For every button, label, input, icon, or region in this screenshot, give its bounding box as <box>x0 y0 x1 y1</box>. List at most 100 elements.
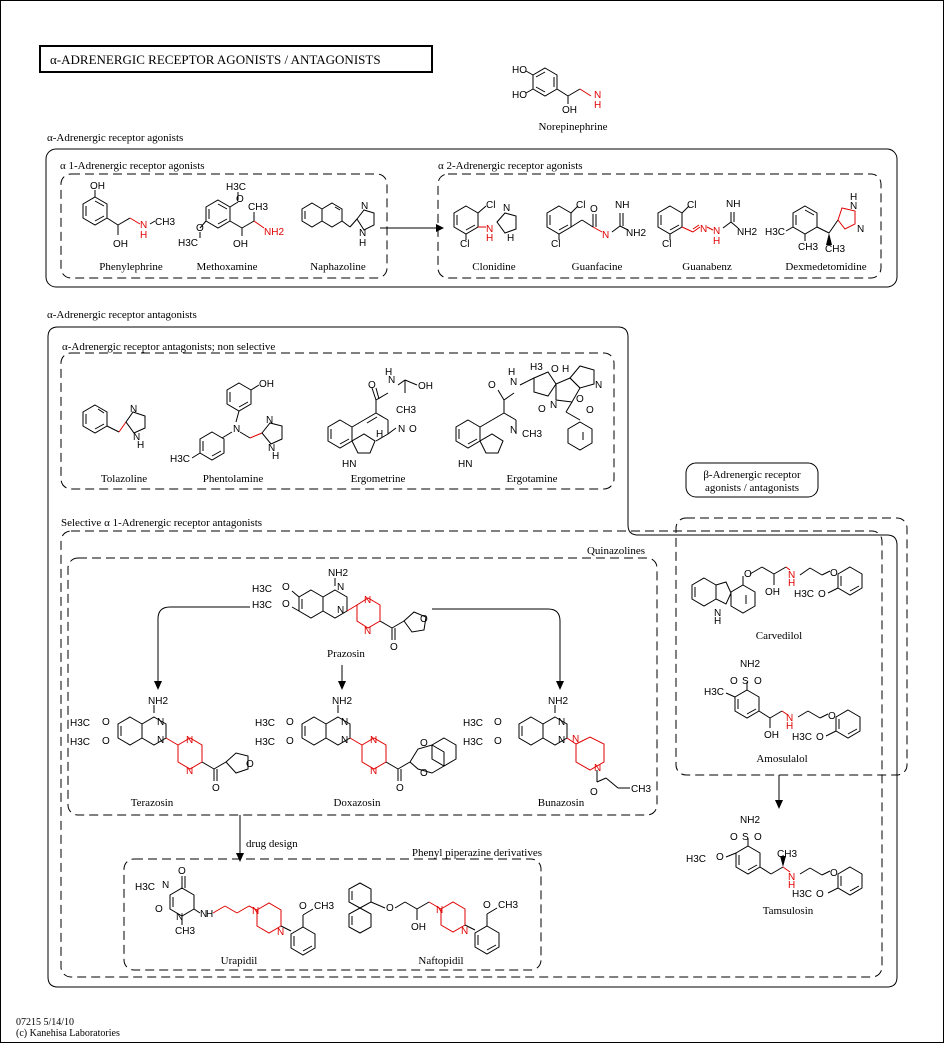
svg-text:O: O <box>830 568 838 579</box>
label-phenylephrine: Phenylephrine <box>99 261 163 273</box>
compound-naftopidil[interactable]: O OH N N O CH3 <box>348 882 518 955</box>
svg-text:H: H <box>562 364 569 375</box>
svg-text:N: N <box>788 570 795 581</box>
nonselective-box <box>60 352 615 490</box>
svg-text:H: H <box>714 616 721 627</box>
svg-text:CH3: CH3 <box>175 926 195 937</box>
compound-bunazosin[interactable]: NH2 N N H3C O H3C O N N O CH3 <box>463 696 651 798</box>
svg-text:O: O <box>420 738 428 749</box>
compound-urapidil[interactable]: O H3C N O N CH3 N H N N O CH3 <box>135 866 334 956</box>
compound-phentolamine[interactable]: OH N H3C N N H <box>170 379 283 465</box>
compound-carvedilol[interactable]: O OH N H O H3C O H N <box>691 566 863 627</box>
svg-text:N: N <box>361 201 368 212</box>
svg-text:O: O <box>754 676 762 687</box>
svg-text:OH: OH <box>259 379 274 390</box>
label-phentolamine: Phentolamine <box>203 473 264 485</box>
label-naphazoline: Naphazoline <box>310 261 366 273</box>
compound-doxazosin[interactable]: NH2 N N H3C O H3C O N N O O O <box>255 696 457 794</box>
svg-text:NH2: NH2 <box>740 815 760 826</box>
svg-text:O: O <box>420 614 428 625</box>
svg-text:Cl: Cl <box>576 200 585 211</box>
svg-text:H: H <box>788 578 795 589</box>
svg-text:Cl: Cl <box>551 239 560 250</box>
svg-text:CH3: CH3 <box>825 244 845 255</box>
svg-text:N: N <box>337 605 344 616</box>
svg-text:NH2: NH2 <box>264 227 284 238</box>
compound-terazosin[interactable]: NH2 N N H3C O H3C O N N O O <box>70 696 254 794</box>
label-carvedilol: Carvedilol <box>756 630 802 642</box>
compound-phenylephrine[interactable]: OH OH N H CH3 <box>82 181 175 250</box>
svg-text:OH: OH <box>90 181 105 192</box>
label-ergotamine: Ergotamine <box>506 473 557 485</box>
svg-text:N: N <box>700 224 707 235</box>
svg-text:O: O <box>576 394 584 405</box>
svg-text:H: H <box>507 233 514 244</box>
svg-text:N: N <box>857 224 864 235</box>
svg-text:H: H <box>359 238 366 249</box>
svg-text:N: N <box>341 735 348 746</box>
section-phenylpiperazine: Phenyl piperazine derivatives <box>412 847 542 859</box>
svg-text:N: N <box>133 432 140 443</box>
svg-text:O: O <box>396 783 404 794</box>
compound-prazosin[interactable]: NH2 N N H3C O H3C O N N O O <box>252 568 428 653</box>
quinazolines-box <box>67 557 658 816</box>
svg-text:N: N <box>252 906 259 917</box>
label-naftopidil: Naftopidil <box>418 955 463 967</box>
compound-tolazoline[interactable]: N N H <box>82 404 146 451</box>
compound-amosulalol[interactable]: NH2 O S O H3C OH N H O H3C O <box>704 659 861 743</box>
compound-dexmedetomidine[interactable]: H3C CH3 CH3 H N N <box>765 192 864 255</box>
svg-text:N: N <box>200 909 207 920</box>
svg-text:O: O <box>494 736 502 747</box>
svg-text:NH2: NH2 <box>548 696 568 707</box>
svg-text:HN: HN <box>342 459 356 470</box>
compound-methoxamine[interactable]: H3C O O H3C OH NH2 CH3 <box>178 182 284 250</box>
label-tamsulosin: Tamsulosin <box>763 905 814 917</box>
compound-tamsulosin[interactable]: NH2 O S O H3C O CH3 N H O H3C O <box>686 815 863 900</box>
svg-text:H3C: H3C <box>794 589 814 600</box>
arrowhead-a1-to-a2 <box>436 224 444 232</box>
svg-text:HO: HO <box>512 90 527 101</box>
svg-text:N: N <box>558 717 565 728</box>
label-doxazosin: Doxazosin <box>333 797 381 809</box>
svg-text:O: O <box>586 405 594 416</box>
compound-norepinephrine[interactable]: HO HO OH N H <box>512 65 601 116</box>
svg-text:N: N <box>602 230 609 241</box>
section-nonselective: α-Adrenergic receptor antagonists; non s… <box>62 341 275 353</box>
svg-text:NH2: NH2 <box>328 568 348 579</box>
svg-text:CH3: CH3 <box>314 901 334 912</box>
compound-naphazoline[interactable]: N N H <box>301 201 375 249</box>
svg-text:S: S <box>742 832 749 843</box>
svg-text:CH3: CH3 <box>777 849 797 860</box>
label-dexmedetomidine: Dexmedetomidine <box>785 261 866 273</box>
label-guanfacine: Guanfacine <box>572 261 623 273</box>
compound-guanfacine[interactable]: Cl Cl O N NH NH2 <box>546 200 646 250</box>
svg-text:N: N <box>510 377 517 388</box>
label-clonidine: Clonidine <box>472 261 516 273</box>
label-guanabenz: Guanabenz <box>682 261 732 273</box>
svg-text:N: N <box>359 228 366 239</box>
svg-text:N: N <box>364 626 371 637</box>
compound-ergometrine[interactable]: O N H OH CH3 N H HN O <box>327 367 433 470</box>
compound-clonidine[interactable]: Cl Cl N H N H <box>453 200 517 250</box>
svg-text:H3C: H3C <box>170 454 190 465</box>
svg-text:N: N <box>266 415 273 426</box>
compound-ergotamine[interactable]: O N H H3 O H O O N N O CH3 N HN <box>455 362 602 470</box>
svg-text:O: O <box>390 642 398 653</box>
svg-text:N: N <box>713 226 720 237</box>
svg-text:N: N <box>186 766 193 777</box>
svg-text:O: O <box>409 424 417 435</box>
svg-text:N: N <box>176 912 183 923</box>
svg-text:O: O <box>483 900 491 911</box>
svg-text:O: O <box>282 582 290 593</box>
svg-text:O: O <box>178 866 186 877</box>
svg-text:N: N <box>788 872 795 883</box>
svg-text:NH2: NH2 <box>737 227 757 238</box>
svg-text:O: O <box>730 832 738 843</box>
svg-text:O: O <box>212 783 220 794</box>
svg-text:CH3: CH3 <box>631 784 651 795</box>
label-ergometrine: Ergometrine <box>351 473 406 485</box>
svg-text:Cl: Cl <box>662 239 671 250</box>
svg-text:N: N <box>850 201 857 212</box>
svg-text:CH3: CH3 <box>522 429 542 440</box>
compound-guanabenz[interactable]: Cl Cl N N H NH NH2 <box>657 199 757 250</box>
